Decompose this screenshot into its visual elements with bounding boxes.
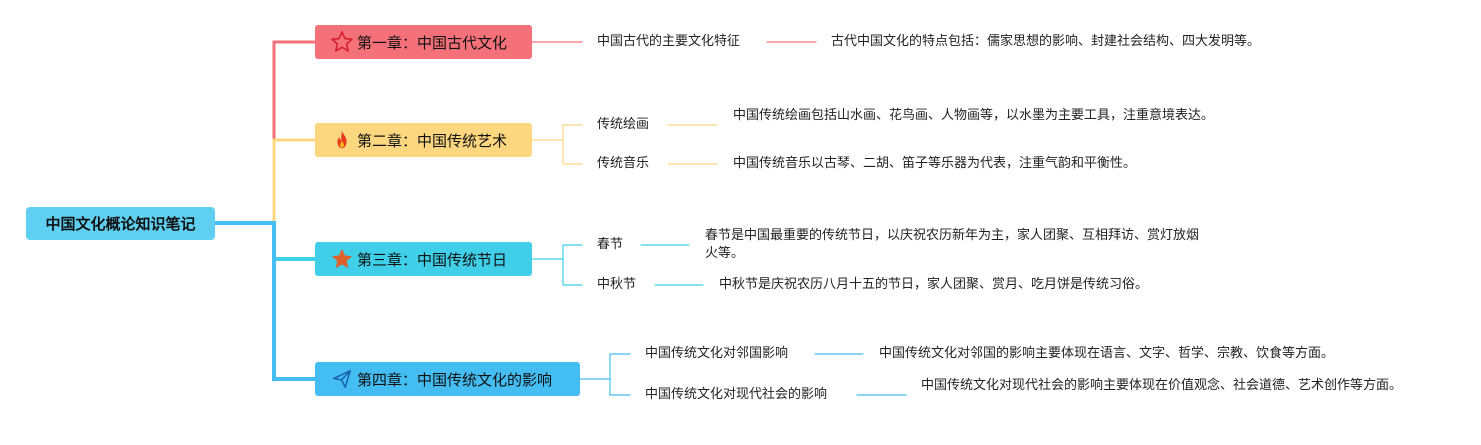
note-ch2-1[interactable]: 中国传统绘画包括山水画、花鸟画、人物画等，以水墨为主要工具，注重意境表达。	[733, 108, 1215, 123]
chapter-3-label: 第三章：中国传统节日	[357, 250, 508, 269]
topic-ch3-2[interactable]: 中秋节	[597, 277, 637, 292]
topic-ch2-2[interactable]: 传统音乐	[597, 156, 650, 171]
note-ch3-2[interactable]: 中秋节是庆祝农历八月十五的节日，家人团聚、赏月、吃月饼是传统习俗。	[719, 277, 1149, 292]
star-outline-icon	[329, 29, 355, 55]
chapter-2-label: 第二章：中国传统艺术	[357, 131, 508, 150]
chapter-3-node[interactable]: 第三章：中国传统节日	[315, 242, 532, 276]
connector-ch3-topics	[531, 244, 583, 286]
connector-root-ch2	[213, 138, 317, 225]
connector-ch4-topics	[579, 353, 631, 396]
topic-ch1-1[interactable]: 中国古代的主要文化特征	[597, 34, 741, 49]
chapter-1-label: 第一章：中国古代文化	[357, 33, 508, 52]
chapter-4-node[interactable]: 第四章：中国传统文化的影响	[315, 362, 580, 396]
topic-ch3-1[interactable]: 春节	[597, 237, 624, 252]
root-topic-label: 中国文化概论知识笔记	[45, 215, 196, 233]
paper-plane-icon	[329, 366, 355, 392]
note-ch3-1[interactable]: 春节是中国最重要的传统节日，以庆祝农历新年为主，家人团聚、互相拜访、赏灯放烟火等…	[705, 228, 1200, 261]
star-filled-icon	[329, 246, 355, 272]
connector-ch2-topics	[531, 124, 583, 165]
note-ch2-2[interactable]: 中国传统音乐以古琴、二胡、笛子等乐器为代表，注重气韵和平衡性。	[733, 156, 1137, 171]
topic-ch4-1[interactable]: 中国传统文化对邻国影响	[645, 346, 789, 361]
fire-icon	[329, 127, 355, 153]
chapter-1-node[interactable]: 第一章：中国古代文化	[315, 25, 532, 59]
note-ch4-2[interactable]: 中国传统文化对现代社会的影响主要体现在价值观念、社会道德、艺术创作等方面。	[921, 378, 1403, 393]
note-ch1-1[interactable]: 古代中国文化的特点包括：儒家思想的影响、封建社会结构、四大发明等。	[831, 34, 1261, 49]
connector-root-ch4	[213, 221, 317, 381]
root-topic[interactable]: 中国文化概论知识笔记	[26, 207, 215, 240]
connector-root-ch1	[213, 40, 317, 225]
topic-ch4-2[interactable]: 中国传统文化对现代社会的影响	[645, 387, 828, 402]
chapter-4-label: 第四章：中国传统文化的影响	[357, 370, 553, 389]
note-ch4-1[interactable]: 中国传统文化对邻国的影响主要体现在语言、文字、哲学、宗教、饮食等方面。	[879, 346, 1335, 361]
topic-ch2-1[interactable]: 传统绘画	[597, 117, 650, 132]
connector-root-ch3	[213, 221, 317, 261]
chapter-2-node[interactable]: 第二章：中国传统艺术	[315, 123, 532, 157]
